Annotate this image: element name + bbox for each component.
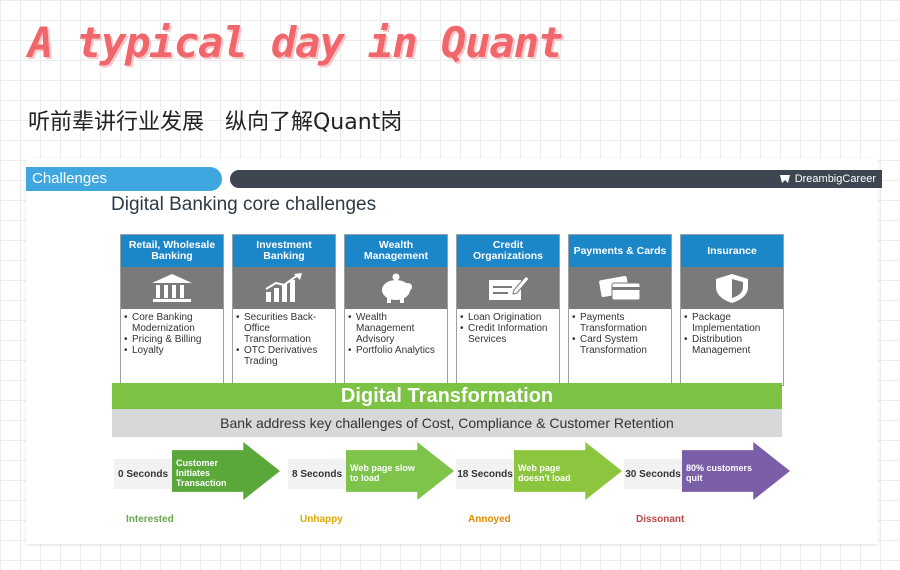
column-retail-banking: Retail, Wholesale Banking Core Banking M…: [120, 234, 224, 386]
column-heading: Insurance: [681, 235, 783, 267]
stage-label: Unhappy: [300, 514, 343, 525]
challenge-columns: Retail, Wholesale Banking Core Banking M…: [120, 234, 785, 386]
column-investment-banking: Investment Banking Securities Back-Offic…: [232, 234, 336, 386]
stage-message: Web page slow to load: [350, 463, 415, 483]
column-credit-organizations: Credit Organizations Loan Origination Cr…: [456, 234, 560, 386]
column-insurance: Insurance Package Implementation Distrib…: [680, 234, 784, 386]
headline: A typical day in Quant: [28, 18, 563, 67]
list-item: Package Implementation: [684, 312, 783, 334]
list-item: Card System Transformation: [572, 334, 671, 356]
piggy-bank-icon: [382, 273, 412, 303]
column-items: Securities Back-Office Transformation OT…: [233, 312, 335, 367]
list-item: Loan Origination: [460, 312, 559, 323]
list-item: Payments Transformation: [572, 312, 671, 334]
key-challenges-banner: Bank address key challenges of Cost, Com…: [112, 409, 782, 437]
stage-time: 18 Seconds: [456, 459, 514, 489]
stage-message: 80% customers quit: [686, 463, 753, 483]
stage-label: Dissonant: [636, 514, 685, 525]
column-items: Payments Transformation Card System Tran…: [569, 312, 671, 356]
column-wealth-management: Wealth Management Wealth Management Advi…: [344, 234, 448, 386]
column-heading: Investment Banking: [233, 235, 335, 267]
list-item: Portfolio Analytics: [348, 345, 447, 356]
stage-message: Web page doesn't load: [518, 463, 571, 483]
stage-time: 8 Seconds: [288, 459, 346, 489]
digital-transformation-banner: Digital Transformation: [112, 383, 782, 409]
list-item: Distribution Management: [684, 334, 783, 356]
brand: DreambigCareer: [779, 170, 876, 188]
pen-check-icon: [489, 275, 530, 300]
column-items: Package Implementation Distribution Mana…: [681, 312, 783, 356]
list-item: Credit Information Services: [460, 323, 559, 345]
column-payments-cards: Payments & Cards Payments Transformation…: [568, 234, 672, 386]
list-item: Core Banking Modernization: [124, 312, 223, 334]
rising-chart-icon: [265, 273, 302, 302]
column-items: Core Banking Modernization Pricing & Bil…: [121, 312, 223, 356]
slide-image: Challenges DreambigCareer Digital Bankin…: [26, 158, 882, 544]
customer-patience-timeline: 0 Seconds Customer Initiates Transaction…: [114, 442, 794, 532]
list-item: Loyalty: [124, 345, 223, 356]
challenges-tab: Challenges: [26, 167, 222, 191]
stage-time: 30 Seconds: [624, 459, 682, 489]
column-items: Loan Origination Credit Information Serv…: [457, 312, 559, 345]
column-heading: Retail, Wholesale Banking: [121, 235, 223, 267]
stage-message: Customer Initiates Transaction: [176, 458, 227, 488]
column-heading: Payments & Cards: [569, 235, 671, 267]
slide-title: Digital Banking core challenges: [111, 194, 377, 215]
bank-building-icon: [152, 274, 192, 302]
stage-time: 0 Seconds: [114, 459, 172, 489]
column-items: Wealth Management Advisory Portfolio Ana…: [345, 312, 447, 356]
cards-icon: [599, 276, 641, 301]
slide-top-bar: DreambigCareer: [230, 170, 882, 188]
brand-name: DreambigCareer: [794, 173, 876, 185]
list-item: Pricing & Billing: [124, 334, 223, 345]
stage-label: Interested: [126, 514, 174, 525]
subtitle: 听前辈讲行业发展 纵向了解Quant岗: [28, 110, 403, 135]
brand-logo-icon: [779, 175, 790, 183]
column-heading: Wealth Management: [345, 235, 447, 267]
list-item: Wealth Management Advisory: [348, 312, 447, 345]
list-item: OTC Derivatives Trading: [236, 345, 335, 367]
list-item: Securities Back-Office Transformation: [236, 312, 335, 345]
shield-icon: [716, 274, 748, 303]
column-heading: Credit Organizations: [457, 235, 559, 267]
stage-label: Annoyed: [468, 514, 511, 525]
